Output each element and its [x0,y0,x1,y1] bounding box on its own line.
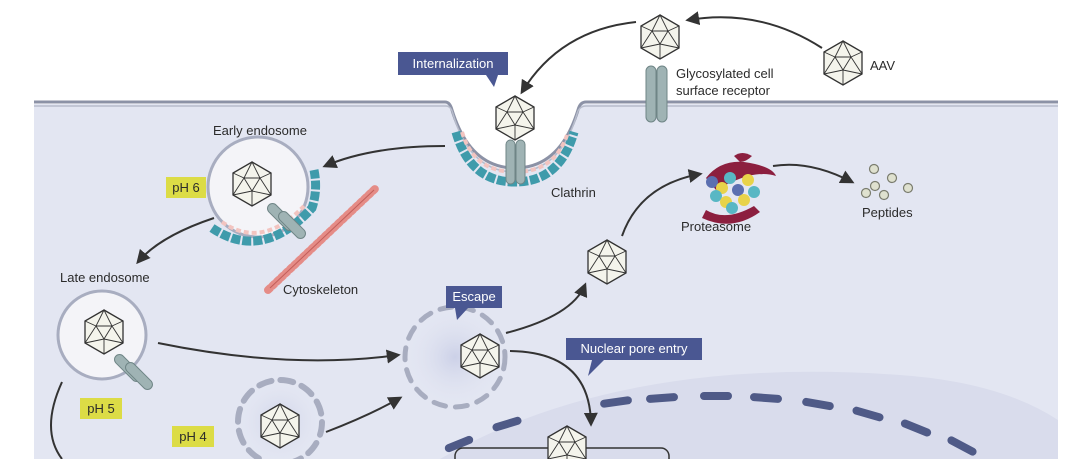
surface-receptor [645,65,668,123]
pathway-arrows [50,11,855,459]
peptides [860,163,914,201]
ph4-badge: pH 4 [172,426,214,447]
label-proteasome: Proteasome [681,219,751,234]
label-clathrin: Clathrin [551,185,596,200]
arrow-late-to-acidic [50,381,63,459]
early-endosome [206,135,321,246]
label-receptor-line2: surface receptor [676,83,771,98]
tag-internalization: Internalization [398,52,508,87]
ph4-label: pH 4 [179,429,206,444]
label-late-endosome: Late endosome [60,270,150,285]
arrow-to-peptides [772,163,855,184]
proteasome [702,153,776,224]
tag-escape: Escape [446,286,502,320]
arrow-late-to-escape [157,342,401,364]
ph5-badge: pH 5 [80,398,122,419]
arrow-ph4-to-escape [325,396,403,433]
label-receptor-line1: Glycosylated cell [676,66,774,81]
aav-capsid-free [823,40,863,86]
label-early-endosome: Early endosome [213,123,307,138]
aav-capsid-bound [640,14,680,60]
late-endosome [56,289,153,390]
arrow-to-late-endosome [136,217,215,265]
nucleus [440,371,1058,459]
acidic-vesicle [235,377,325,459]
ph6-label: pH 6 [172,180,199,195]
escape-vesicle [402,304,508,410]
arrow-to-nuclear-pore [509,350,598,427]
ph6-badge: pH 6 [166,177,206,198]
tag-internalization-label: Internalization [413,56,494,71]
arrow-to-proteasome [621,169,703,237]
label-cytoskeleton: Cytoskeleton [283,282,358,297]
arrow-aav-to-receptor [685,11,823,49]
nuclear-envelope [444,392,977,456]
tag-nuclear-pore-entry: Nuclear pore entry [566,338,702,376]
label-peptides: Peptides [862,205,913,220]
aav-capsid-internalizing [495,95,535,141]
tag-nuclear-pore-entry-label: Nuclear pore entry [581,341,688,356]
label-aav: AAV [870,58,895,73]
tag-escape-label: Escape [452,289,495,304]
ph5-label: pH 5 [87,401,114,416]
arrow-receptor-to-internalization [520,21,637,95]
arrow-escape-to-cytosol [505,282,588,334]
pit-receptor [505,139,526,185]
arrow-to-early-endosome [322,145,446,169]
